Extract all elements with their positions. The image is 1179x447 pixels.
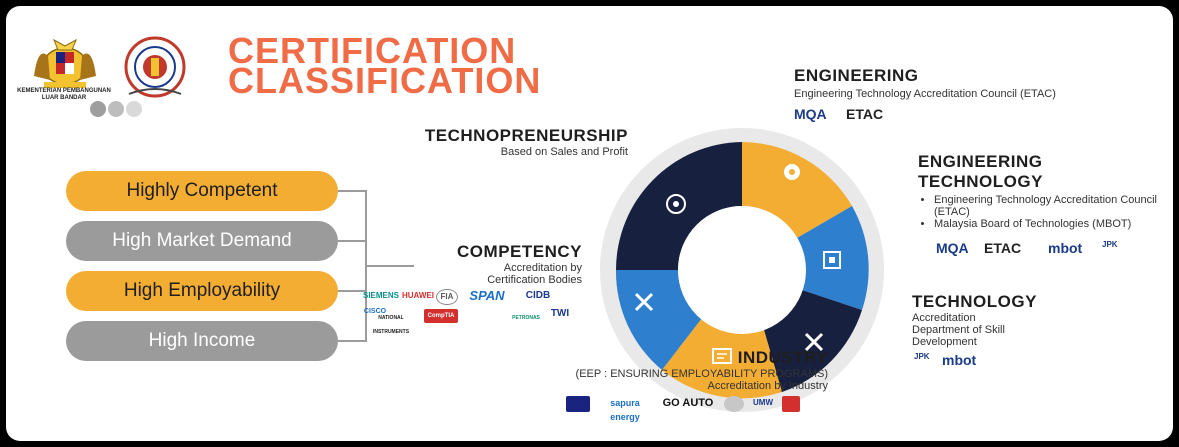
engineering-technology-block: ENGINEERING TECHNOLOGY Engineering Techn… <box>918 152 1168 260</box>
technology-desc: Development <box>912 336 977 348</box>
umw-logo: UMW <box>753 398 773 407</box>
outcome-pill-highly-competent: Highly Competent <box>66 171 338 211</box>
eng-tech-logos: MQA ETAC mbot JPK <box>918 240 1168 260</box>
industry-desc: (EEP : ENSURING EMPLOYABILITY PROGRAMS) <box>575 368 828 380</box>
competency-heading: COMPETENCY <box>457 242 582 261</box>
competency-desc: Accreditation by <box>503 262 582 274</box>
span-logo: SPAN <box>469 288 505 303</box>
cidb-logo: CIDB <box>525 290 551 301</box>
technology-heading: TECHNOLOGY <box>912 292 1037 311</box>
outcome-pill-high-employability: High Employability <box>66 271 338 311</box>
title-line: CLASSIFICATION <box>228 60 542 101</box>
tools-icon <box>634 292 654 312</box>
technology-desc: Accreditation <box>912 312 976 324</box>
engineering-block: ENGINEERING Engineering Technology Accre… <box>794 66 1094 126</box>
technopreneurship-block: TECHNOPRENEURSHIP Based on Sales and Pro… <box>366 126 628 158</box>
gear-icon <box>784 164 800 180</box>
page-title: CERTIFICATION CLASSIFICATION <box>228 30 542 101</box>
title-line: CERTIFICATION <box>228 30 517 71</box>
etac-logo: ETAC <box>846 106 884 122</box>
mqa-logo: MQA <box>936 240 969 256</box>
competency-desc: Certification Bodies <box>487 274 582 286</box>
jpk-logo: JPK <box>1102 240 1118 249</box>
twi-logo: TWI <box>550 308 570 319</box>
goauto-logo: GO AUTO <box>662 397 714 409</box>
etac-logo: ETAC <box>984 240 1022 256</box>
eng-tech-heading-line: TECHNOLOGY <box>918 172 1043 191</box>
jpk-logo: JPK <box>914 352 930 361</box>
tools-icon <box>804 332 824 352</box>
eng-tech-heading-line: ENGINEERING <box>918 152 1043 171</box>
eng-tech-bullets: Engineering Technology Accreditation Cou… <box>918 194 1168 230</box>
national-instruments-logo: NATIONAL INSTRUMENTS <box>372 315 410 335</box>
technology-block: TECHNOLOGY Accreditation Department of S… <box>912 292 1122 372</box>
mbot-logo: mbot <box>1048 240 1083 256</box>
carousel-dot <box>108 101 124 117</box>
blueprint-icon <box>712 348 732 364</box>
sapura-logo: sapura energy <box>610 398 640 422</box>
bracket-connector <box>338 190 414 342</box>
industry-badge-logo <box>724 396 744 412</box>
chip-icon <box>823 251 841 269</box>
infographic-canvas: KEMENTERIAN PEMBANGUNAN LUAR BANDAR CERT… <box>6 6 1173 441</box>
mbot-logo: mbot <box>942 352 977 368</box>
engineering-logos: MQA ETAC <box>794 106 1094 126</box>
technopreneurship-desc: Based on Sales and Profit <box>500 146 628 158</box>
ministry-crest-logo <box>34 38 96 88</box>
eng-tech-bullet: Engineering Technology Accreditation Cou… <box>934 194 1168 218</box>
carousel-dot <box>126 101 142 117</box>
industry-logos: sapura energy GO AUTO UMW <box>566 394 826 422</box>
industry-emblem-logo <box>566 396 590 412</box>
technopreneurship-heading: TECHNOPRENEURSHIP <box>424 126 628 145</box>
competency-block: COMPETENCY Accreditation by Certificatio… <box>404 242 582 286</box>
eng-tech-bullet: Malaysia Board of Technologies (MBOT) <box>934 218 1168 230</box>
technology-logos: JPK mbot <box>912 352 1122 372</box>
industry-block: INDUSTRY (EEP : ENSURING EMPLOYABILITY P… <box>476 348 828 392</box>
carousel-dot <box>90 101 106 117</box>
comptia-logo: CompTIA <box>424 309 458 323</box>
industry-desc: Accreditation by Industry <box>707 380 828 392</box>
outcome-pill-high-market-demand: High Market Demand <box>66 221 338 261</box>
engineering-desc: Engineering Technology Accreditation Cou… <box>794 88 1056 100</box>
certification-ring <box>600 128 884 412</box>
outcome-pill-high-income: High Income <box>66 321 338 361</box>
industry-red-logo <box>782 396 800 412</box>
technology-desc: Department of Skill <box>912 324 1005 336</box>
mqa-logo: MQA <box>794 106 827 122</box>
huawei-logo: HUAWEI <box>402 291 434 300</box>
ring-center <box>678 206 806 334</box>
fia-logo: FIA <box>436 289 458 305</box>
petronas-logo: PETRONAS <box>512 315 540 321</box>
siemens-logo: SIEMENS <box>362 291 399 300</box>
industry-heading: INDUSTRY <box>737 348 828 367</box>
mara-logo <box>124 36 186 98</box>
engineering-heading: ENGINEERING <box>794 66 919 85</box>
competency-logos: SIEMENS HUAWEI FIA SPAN CIDB CISCO NATIO… <box>362 288 582 336</box>
target-icon <box>666 194 686 214</box>
cisco-logo: CISCO <box>363 308 387 315</box>
ministry-caption: KEMENTERIAN PEMBANGUNAN LUAR BANDAR <box>17 88 111 101</box>
carousel-dots <box>90 101 144 122</box>
